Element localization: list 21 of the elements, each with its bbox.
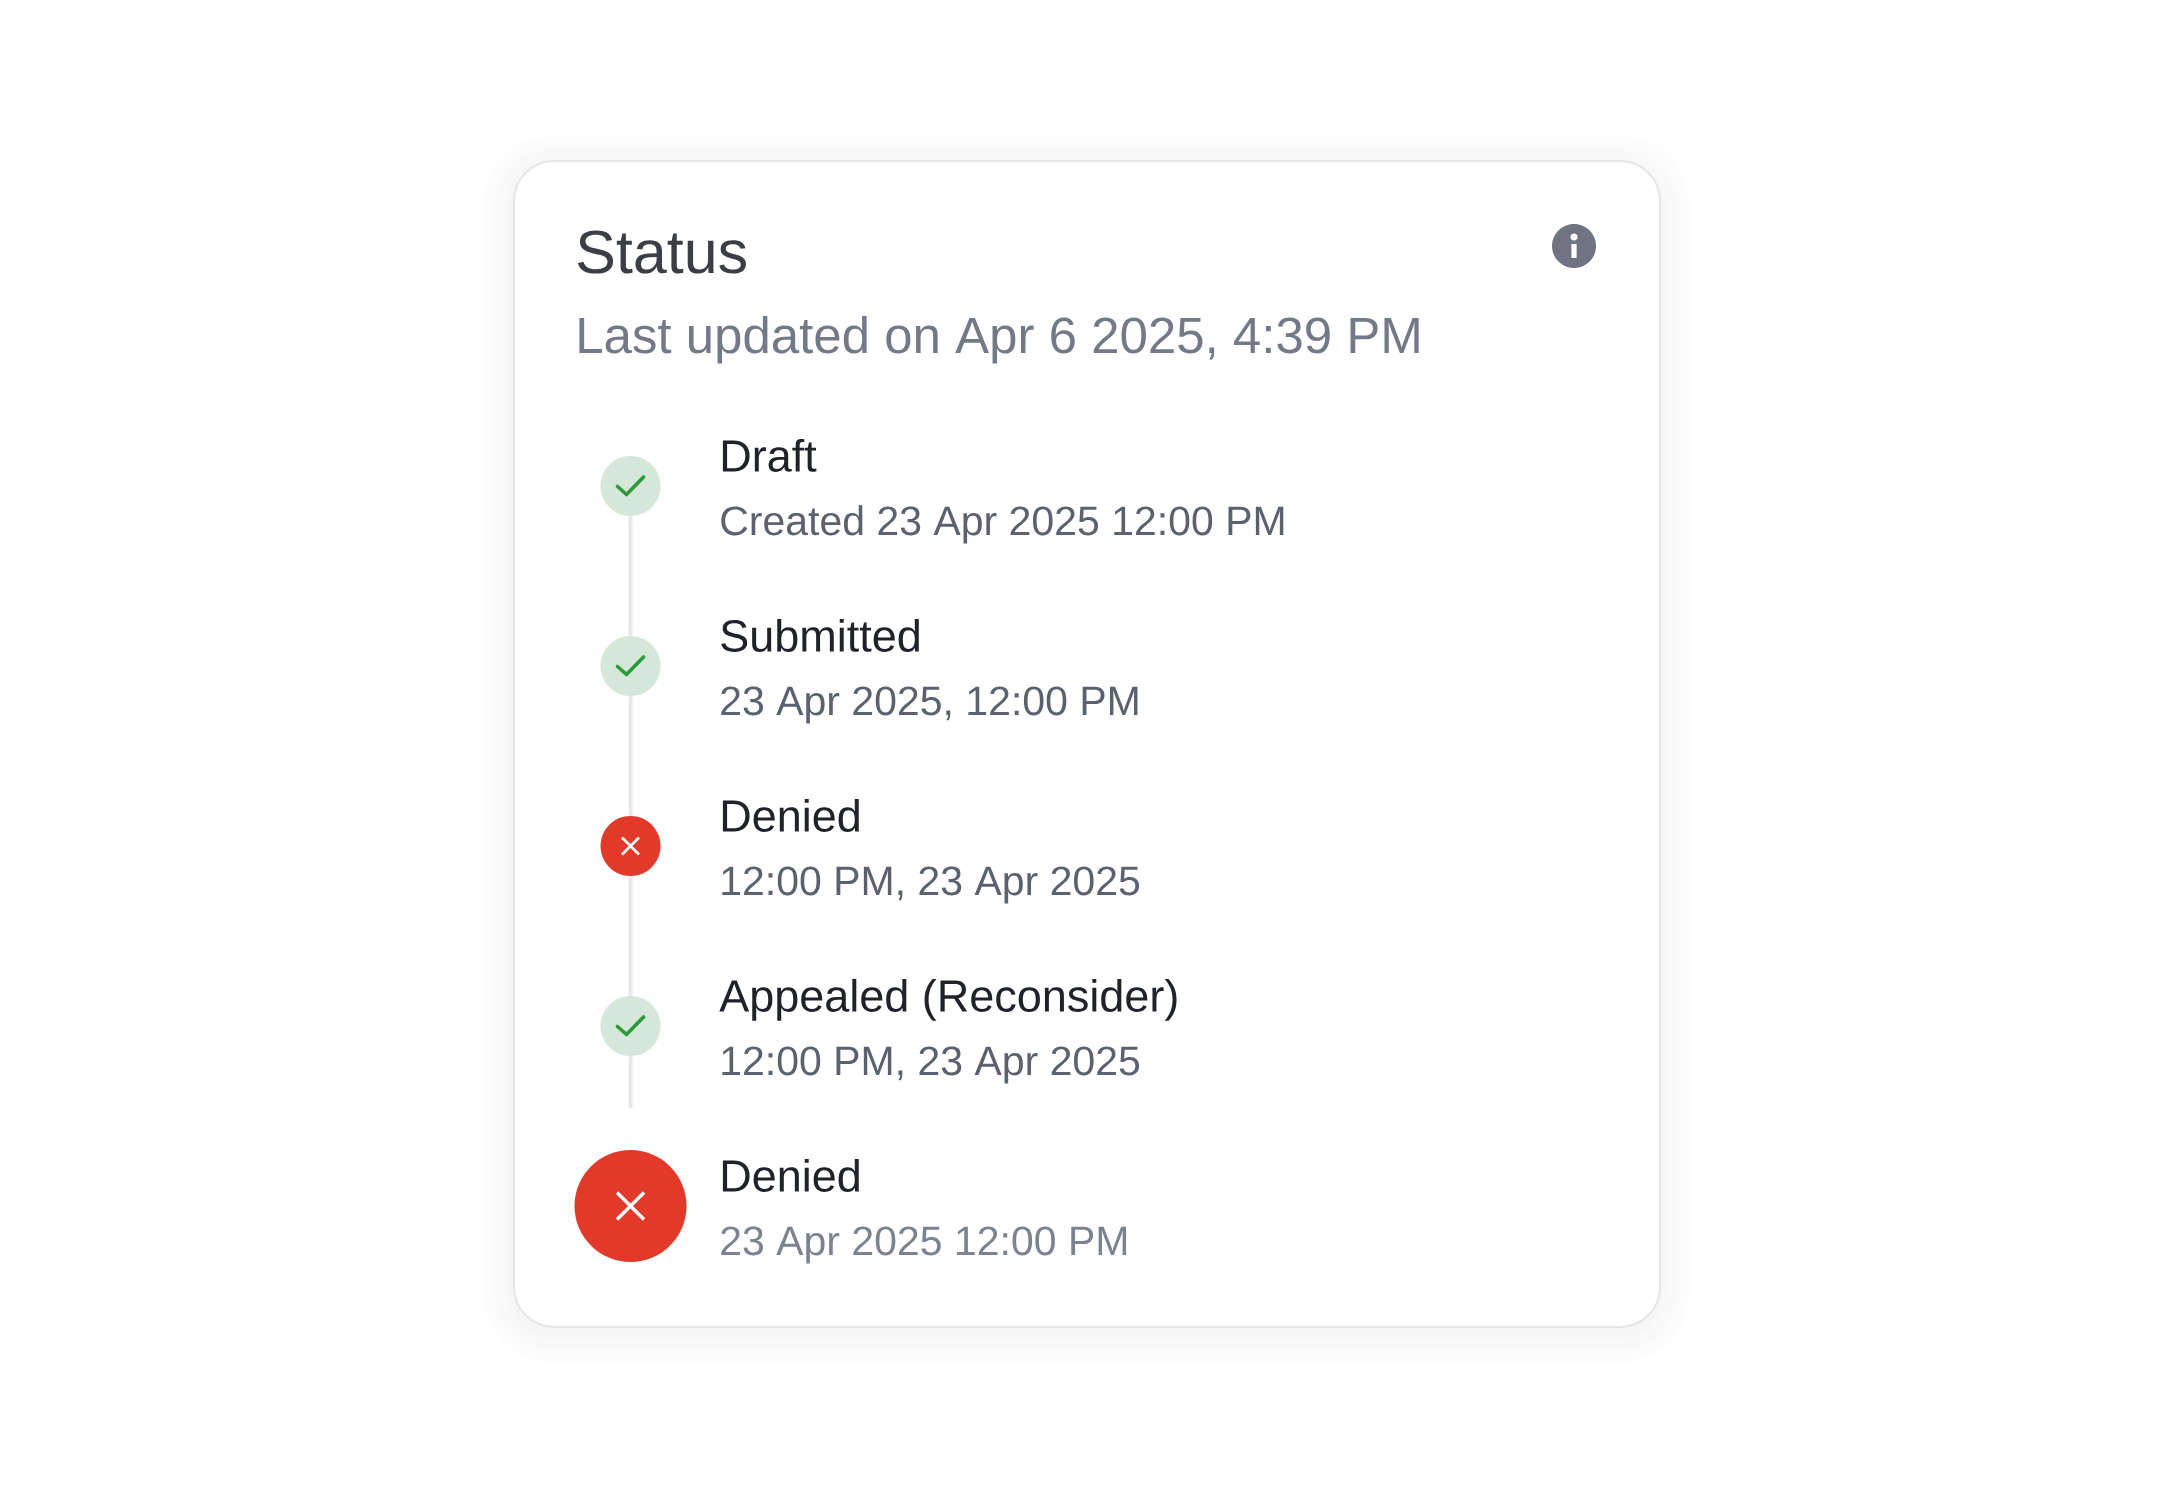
step-date: 12:00 PM, 23 Apr 2025 [722, 866, 1140, 904]
cross-icon [574, 1150, 687, 1262]
connector-line [628, 876, 633, 996]
check-icon [600, 636, 661, 696]
step-title: Draft [722, 438, 817, 472]
connector-line [628, 696, 633, 816]
step-date: 23 Apr 2025, 12:00 PM [721, 686, 1138, 724]
check-icon [600, 456, 661, 516]
step-title: Denied [722, 1158, 859, 1192]
step-date: 23 Apr 2025 12:00 PM [721, 1226, 1127, 1264]
subheading: Last updated on Apr 6 2025, 4:39 PM [579, 316, 1419, 364]
connector-line [628, 516, 633, 636]
connector-line [628, 1056, 633, 1109]
check-icon [600, 996, 661, 1056]
heading: Status [578, 230, 746, 274]
step-title: Submitted [721, 618, 919, 652]
step-title: Denied [722, 798, 859, 832]
step-title: Appealed (Reconsider) [719, 978, 1177, 1021]
step-date: 12:00 PM, 23 Apr 2025 [722, 1046, 1140, 1084]
cross-icon [600, 816, 661, 876]
step-date: Created 23 Apr 2025 12:00 PM [721, 505, 1284, 544]
